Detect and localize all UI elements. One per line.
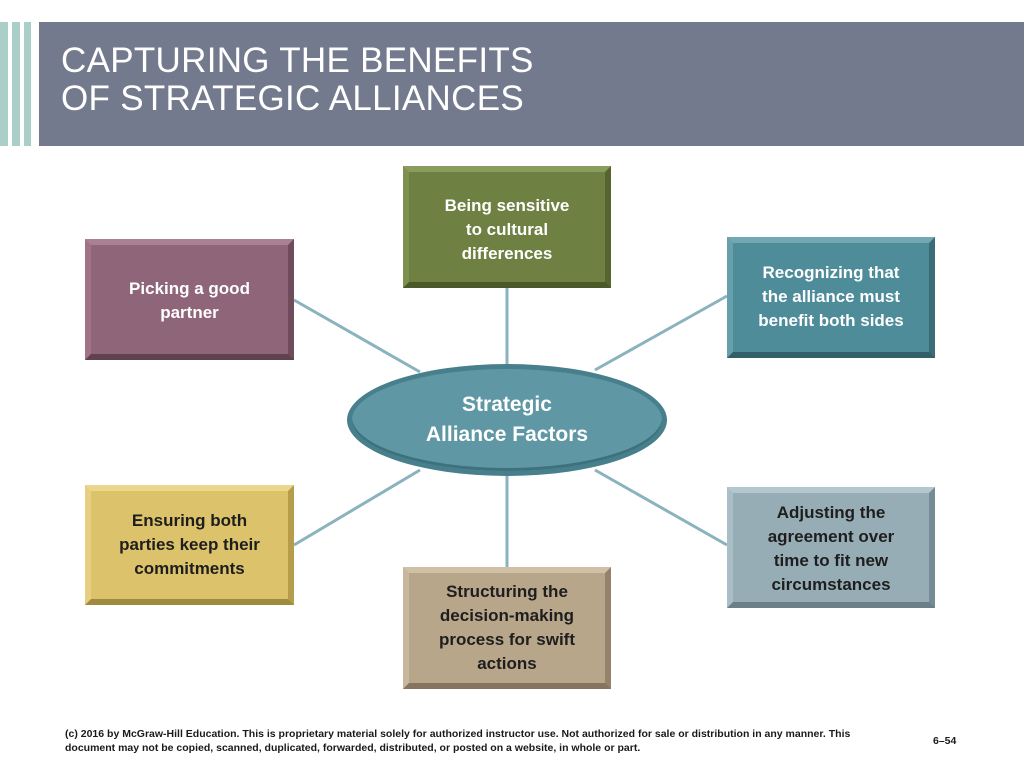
accent-bar-3 bbox=[24, 22, 31, 146]
accent-bar-1 bbox=[0, 22, 8, 146]
factor-label-struct: Structuring the decision-making process … bbox=[438, 582, 576, 673]
factor-box-culture: Being sensitive to cultural differences bbox=[403, 166, 611, 288]
factor-box-benefit: Recognizing that the alliance must benef… bbox=[727, 237, 935, 358]
factor-box-adjust: Adjusting the agreement over time to fit… bbox=[727, 487, 935, 608]
connector-adjust bbox=[594, 468, 728, 547]
center-label: Strategic Alliance Factors bbox=[425, 393, 589, 446]
factor-label-partner: Picking a good partner bbox=[129, 279, 250, 322]
factor-label-benefit: Recognizing that the alliance must benef… bbox=[758, 263, 904, 330]
slide-number: 6–54 bbox=[933, 735, 957, 747]
connector-partner bbox=[293, 298, 421, 374]
factor-label-culture: Being sensitive to cultural differences bbox=[444, 196, 570, 263]
factor-box-commit: Ensuring both parties keep their commitm… bbox=[85, 485, 294, 605]
factor-label-adjust: Adjusting the agreement over time to fit… bbox=[767, 503, 895, 594]
connector-benefit bbox=[594, 294, 728, 372]
factor-label-commit: Ensuring both parties keep their commitm… bbox=[119, 511, 260, 578]
factor-box-struct: Structuring the decision-making process … bbox=[403, 567, 611, 689]
factor-box-partner: Picking a good partner bbox=[85, 239, 294, 360]
slide-title: CAPTURING THE BENEFITS OF STRATEGIC ALLI… bbox=[61, 41, 534, 118]
center-ellipse: Strategic Alliance Factors bbox=[347, 364, 667, 476]
connector-commit bbox=[293, 468, 421, 547]
copyright-footer: (c) 2016 by McGraw-Hill Education. This … bbox=[65, 728, 851, 754]
title-band bbox=[39, 22, 1024, 146]
accent-bar-2 bbox=[12, 22, 20, 146]
